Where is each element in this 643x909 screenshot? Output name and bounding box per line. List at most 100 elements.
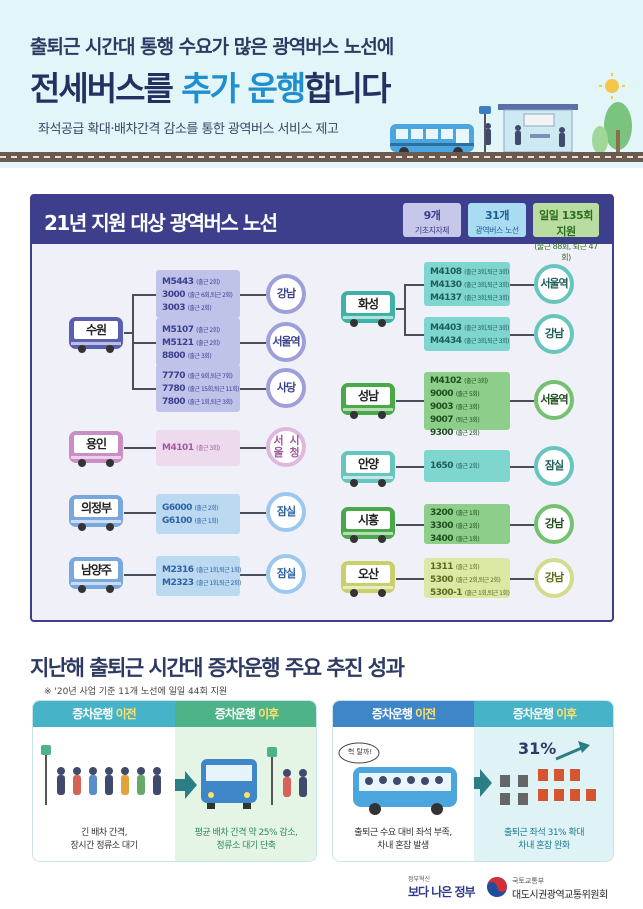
route-map-header: 21년 지원 대상 광역버스 노선 9개 기초지자체 31개 광역버스 노선 일…: [32, 196, 612, 262]
destination-서울역: 서울역: [534, 264, 574, 304]
connector-line: [132, 294, 134, 388]
route-runs: (출근 1회): [455, 536, 480, 543]
route-number: 3400 (출근 1회): [430, 533, 504, 546]
route-runs: (출근 2회): [455, 523, 480, 530]
stat-routes: 31개 광역버스 노선: [468, 203, 526, 237]
tab-label-accent: 이후: [258, 707, 279, 721]
destination-사당: 사당: [266, 368, 306, 408]
tab-label: 증차운행: [371, 707, 416, 721]
route-id: 3200: [430, 508, 456, 518]
connector-line: [124, 512, 156, 514]
route-number: M4102 (출근 3회): [430, 375, 504, 388]
route-number: 9007 (퇴근 3회): [430, 414, 504, 427]
caption-line: 평균 배차 간격 약 25% 감소,: [194, 828, 298, 838]
route-number: M4434 (출근 3회,퇴근 3회): [430, 335, 509, 348]
tab-label-accent: 이전: [415, 707, 436, 721]
bus-origin-수원: 수원: [68, 316, 124, 354]
connector-line: [240, 388, 266, 390]
route-id: M4130: [430, 280, 465, 290]
route-number: 1311 (출근 1회): [430, 561, 504, 574]
route-runs: (출근 3회,퇴근 3회): [464, 295, 509, 302]
route-id: 1650: [430, 461, 456, 471]
route-number: M4108 (출근 3회,퇴근 3회): [430, 266, 509, 279]
tab-label: 증차운행: [214, 707, 259, 721]
route-list: 3200 (출근 1회) 3300 (출근 2회) 3400 (출근 1회): [424, 504, 510, 544]
destination-label: 시청: [289, 434, 299, 459]
route-number: M4101 (출근 3회): [162, 442, 234, 455]
destination-label: 서울역: [272, 335, 300, 348]
growth-arrow-icon: [555, 745, 585, 761]
road-marking: [0, 156, 643, 158]
hero-subtitle: 출퇴근 시간대 통행 수요가 많은 광역버스 노선에: [30, 36, 394, 58]
route-id: M2316: [162, 565, 197, 575]
route-number: 9300 (출근 2회): [430, 427, 504, 440]
caption-after: 출퇴근 좌석 31% 확대 차내 혼잡 완화: [479, 827, 609, 853]
connector-line: [124, 574, 156, 576]
connector-line: [240, 294, 266, 296]
stat-value: 31개: [485, 209, 509, 222]
route-runs: (출근 2회): [196, 340, 220, 347]
route-number: G6000 (출근 2회): [162, 502, 234, 515]
connector-line: [132, 342, 156, 344]
route-id: 3300: [430, 521, 456, 531]
sun-icon: [599, 73, 625, 99]
route-runs: (출근 3회): [455, 404, 480, 411]
route-number: M4130 (출근 3회,퇴근 3회): [430, 279, 509, 292]
taegeuk-emblem-icon: [487, 877, 507, 897]
route-number: 5300 (출근 2회,퇴근 2회): [430, 574, 504, 587]
bus-origin-label: 화성: [346, 295, 390, 313]
route-runs: (출근 1회): [455, 510, 480, 517]
results-note: ※ '20년 사업 기준 11개 노선에 일일 44회 지원: [44, 687, 228, 697]
gov-innovation-logo: 정부혁신 보다 나은 정부: [408, 874, 476, 900]
route-runs: (출근 3회): [187, 353, 212, 360]
crowded-bus-illustration: [338, 742, 457, 815]
route-runs: (출근 3회,퇴근 3회): [464, 338, 509, 345]
route-list: M4403 (출근 3회,퇴근 3회)M4434 (출근 3회,퇴근 3회): [424, 317, 510, 351]
connector-line: [396, 524, 424, 526]
route-id: 9300: [430, 428, 456, 438]
destination-label: 강남: [276, 287, 296, 300]
destination-잠실: 잠실: [534, 446, 574, 486]
route-id: 5300-1: [430, 588, 465, 598]
route-id: M5121: [162, 338, 197, 348]
route-list: M4102 (출근 3회)9000 (출근 5회)9003 (출근 3회)900…: [424, 372, 510, 438]
destination-서울 시청: 서울시청: [266, 427, 306, 467]
panel-after-body: 평균 배차 간격 약 25% 감소, 정류소 대기 단축: [175, 727, 316, 861]
route-list: M4101 (출근 3회): [156, 430, 240, 466]
route-id: G6000: [162, 503, 195, 513]
route-id: 7780: [162, 384, 188, 394]
bus-origin-화성: 화성: [340, 290, 396, 328]
route-map-title: 21년 지원 대상 광역버스 노선: [44, 211, 278, 235]
arrow-right-icon: [474, 769, 492, 797]
bus-origin-성남: 성남: [340, 382, 396, 420]
route-id: 9003: [430, 402, 456, 412]
arrow-right-icon: [175, 771, 197, 799]
route-number: 3003 (출근 2회): [162, 302, 234, 315]
tab-label: 증차운행: [72, 707, 116, 721]
connector-line: [396, 308, 404, 310]
route-runs: (출근 2회): [455, 430, 480, 437]
caption-before: 긴 배차 간격, 장시간 정류소 대기: [39, 827, 169, 853]
panel-before-body: 긴 배차 간격, 장시간 정류소 대기: [33, 727, 175, 861]
stat-value: 9개: [423, 209, 441, 222]
route-runs: (출근 1회,퇴근 1회): [196, 567, 241, 574]
bus-origin-용인: 용인: [68, 430, 124, 468]
route-number: M5443 (출근 2회): [162, 276, 234, 289]
route-runs: (출근 3회): [464, 378, 488, 385]
route-id: M5443: [162, 277, 197, 287]
route-number: 1650 (출근 2회): [430, 460, 504, 473]
route-id: 9000: [430, 389, 456, 399]
route-list: G6000 (출근 2회)G6100 (출근 1회): [156, 494, 240, 534]
panel-dispatch-interval: 증차운행 이전 증차운행 이후 긴 배차 간격, 장시간 정류소 대기: [32, 700, 317, 862]
connector-line: [404, 284, 406, 334]
route-id: 8800: [162, 351, 188, 361]
connector-line: [132, 388, 156, 390]
tab-label-accent: 이전: [115, 707, 137, 721]
route-id: M4434: [430, 336, 465, 346]
route-number: 5300-1 (출근 1회,퇴근 1회): [430, 587, 510, 600]
hero-title-highlight: 추가 운행: [181, 69, 306, 108]
bus-origin-label: 오산: [346, 565, 390, 583]
route-runs: (출근 1회): [194, 518, 219, 525]
route-id: M4108: [430, 267, 465, 277]
bus-origin-label: 용인: [74, 435, 118, 453]
